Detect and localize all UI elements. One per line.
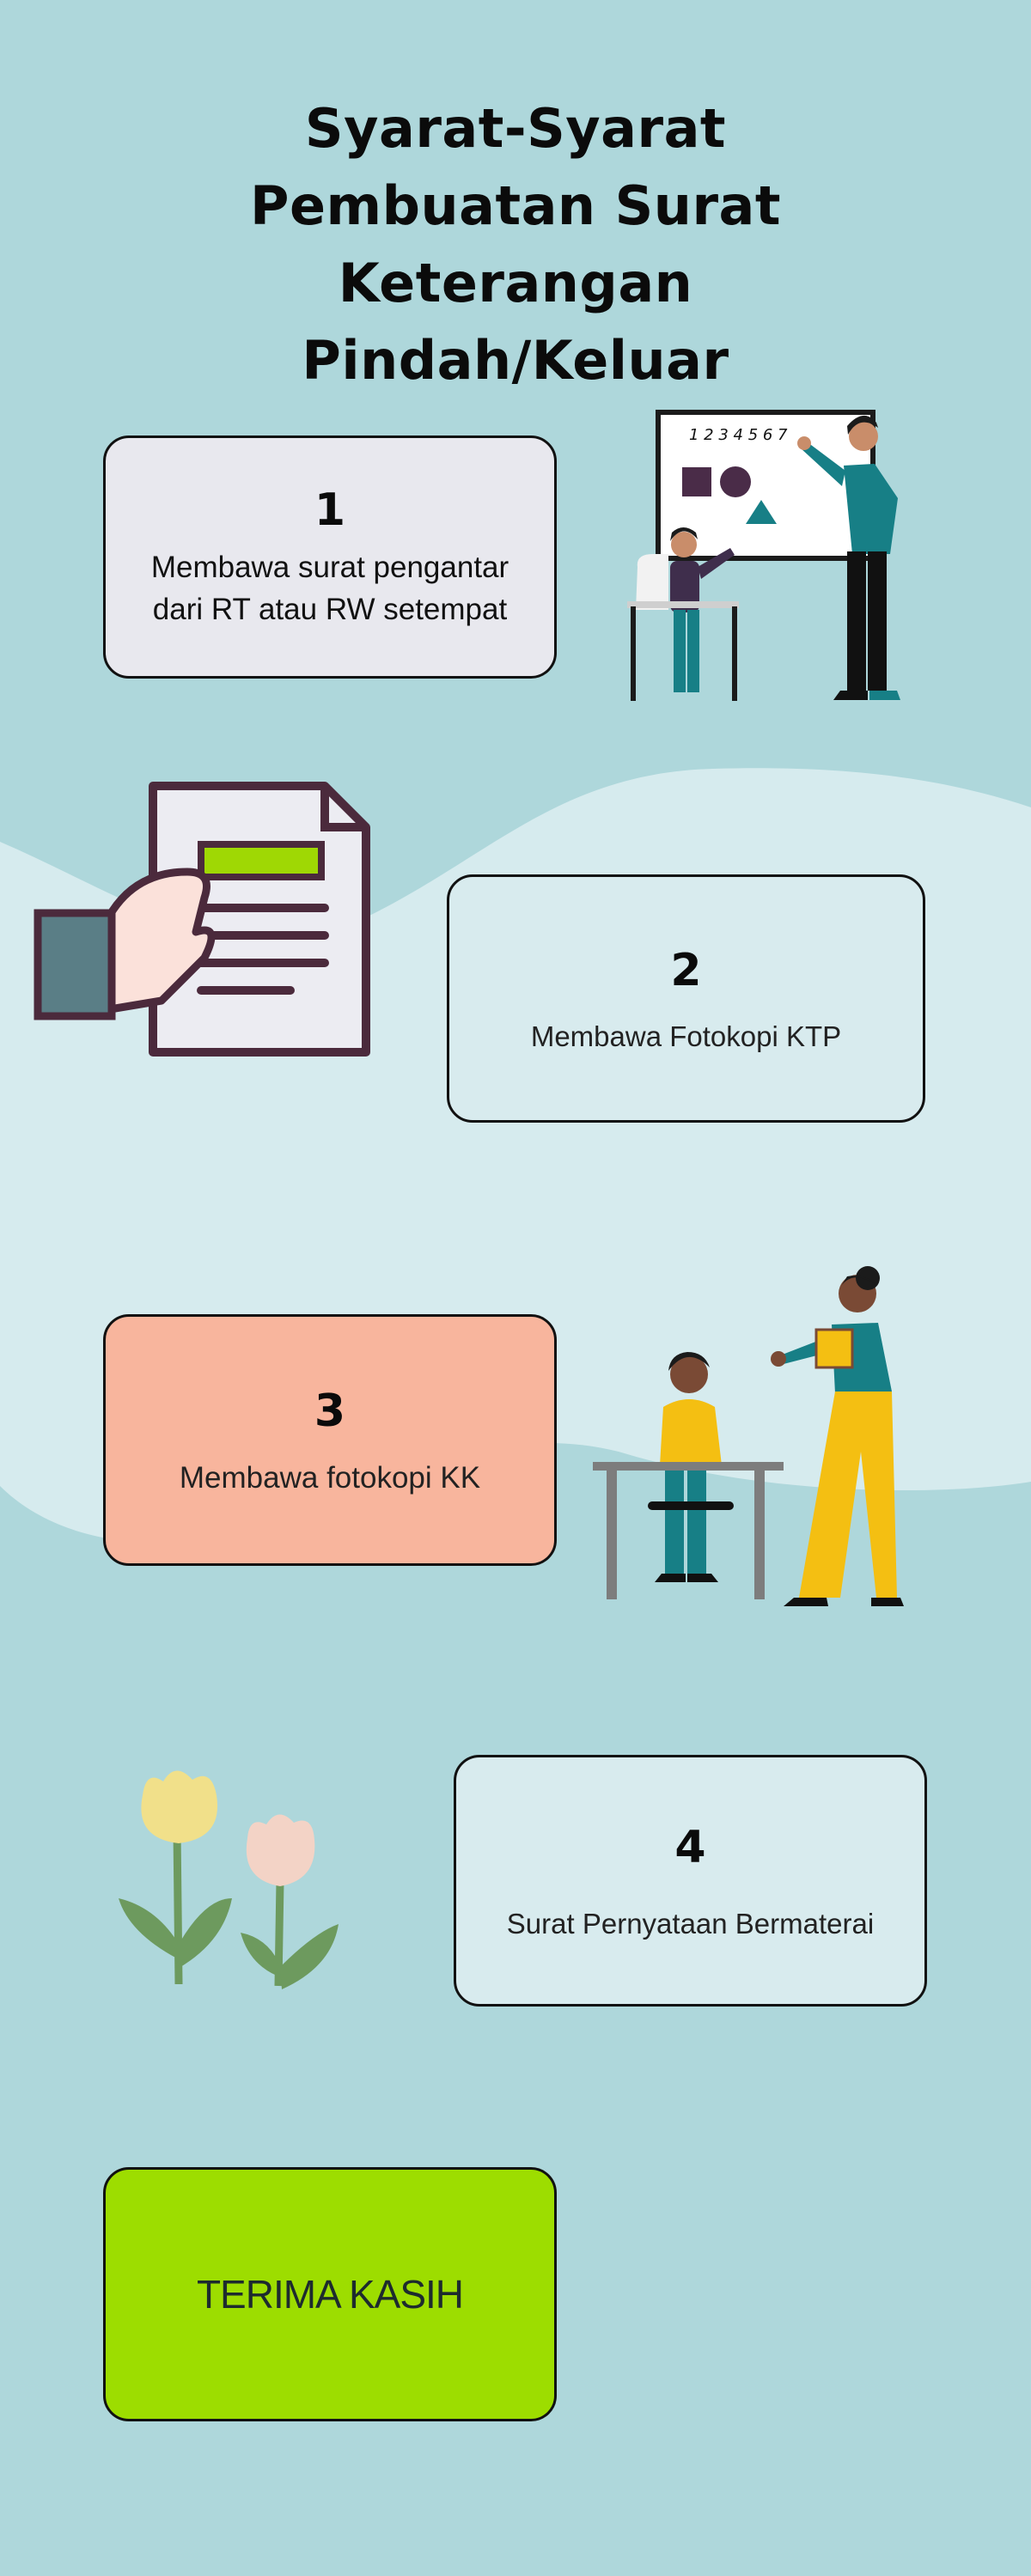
step-card-4: 4 Surat Pernyataan Bermaterai [454, 1755, 927, 2007]
teacher-student-illustration [593, 1266, 904, 1606]
tulips-illustration [119, 1770, 339, 1989]
board-digits: 1 2 3 4 5 6 7 [689, 426, 788, 444]
hand-document-illustration [34, 782, 370, 1057]
step-text: Membawa Fotokopi KTP [530, 1020, 842, 1052]
teacher-whiteboard-illustration: 1 2 3 4 5 6 7 [627, 410, 900, 701]
step-text: Membawa surat pengantar dari RT atau RW … [150, 550, 509, 626]
step-card-1: 1 Membawa surat pengantar dari RT atau R… [103, 435, 557, 679]
page-title: Syarat-Syarat Pembuatan Surat Keterangan… [250, 97, 781, 392]
closing-text: TERIMA KASIH [196, 2272, 464, 2317]
step-number: 4 [674, 1821, 706, 1873]
step-number: 1 [314, 484, 346, 536]
step-text: Membawa fotokopi KK [179, 1460, 481, 1495]
closing-card: TERIMA KASIH [103, 2167, 557, 2421]
step-card-3: 3 Membawa fotokopi KK [103, 1314, 557, 1566]
step-text: Surat Pernyataan Bermaterai [506, 1907, 875, 1940]
step-number: 2 [670, 944, 702, 996]
step-card-2: 2 Membawa Fotokopi KTP [447, 874, 925, 1123]
step-number: 3 [314, 1385, 346, 1437]
